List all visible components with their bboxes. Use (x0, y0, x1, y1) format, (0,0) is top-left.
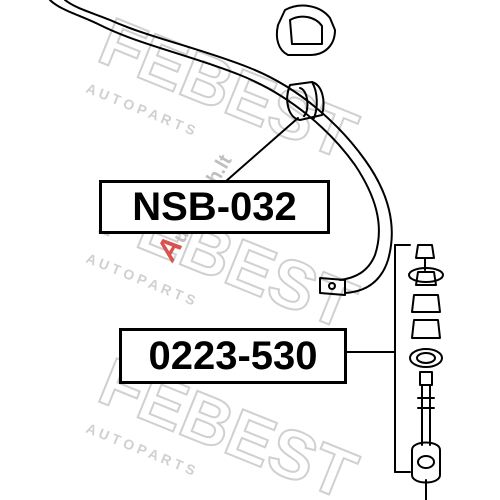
leader-line-nsb (224, 117, 299, 183)
part-number-label-0223-530: 0223-530 (119, 328, 347, 384)
stabilizer-link (408, 244, 444, 500)
bar-end (319, 277, 346, 296)
stabilizer-bar-edge (64, 0, 393, 294)
stabilizer-bar (49, 0, 380, 281)
stabilizer-bushing (286, 81, 325, 121)
part-number-label-nsb-032: NSB-032 (99, 180, 330, 234)
bushing-bracket (275, 4, 336, 56)
